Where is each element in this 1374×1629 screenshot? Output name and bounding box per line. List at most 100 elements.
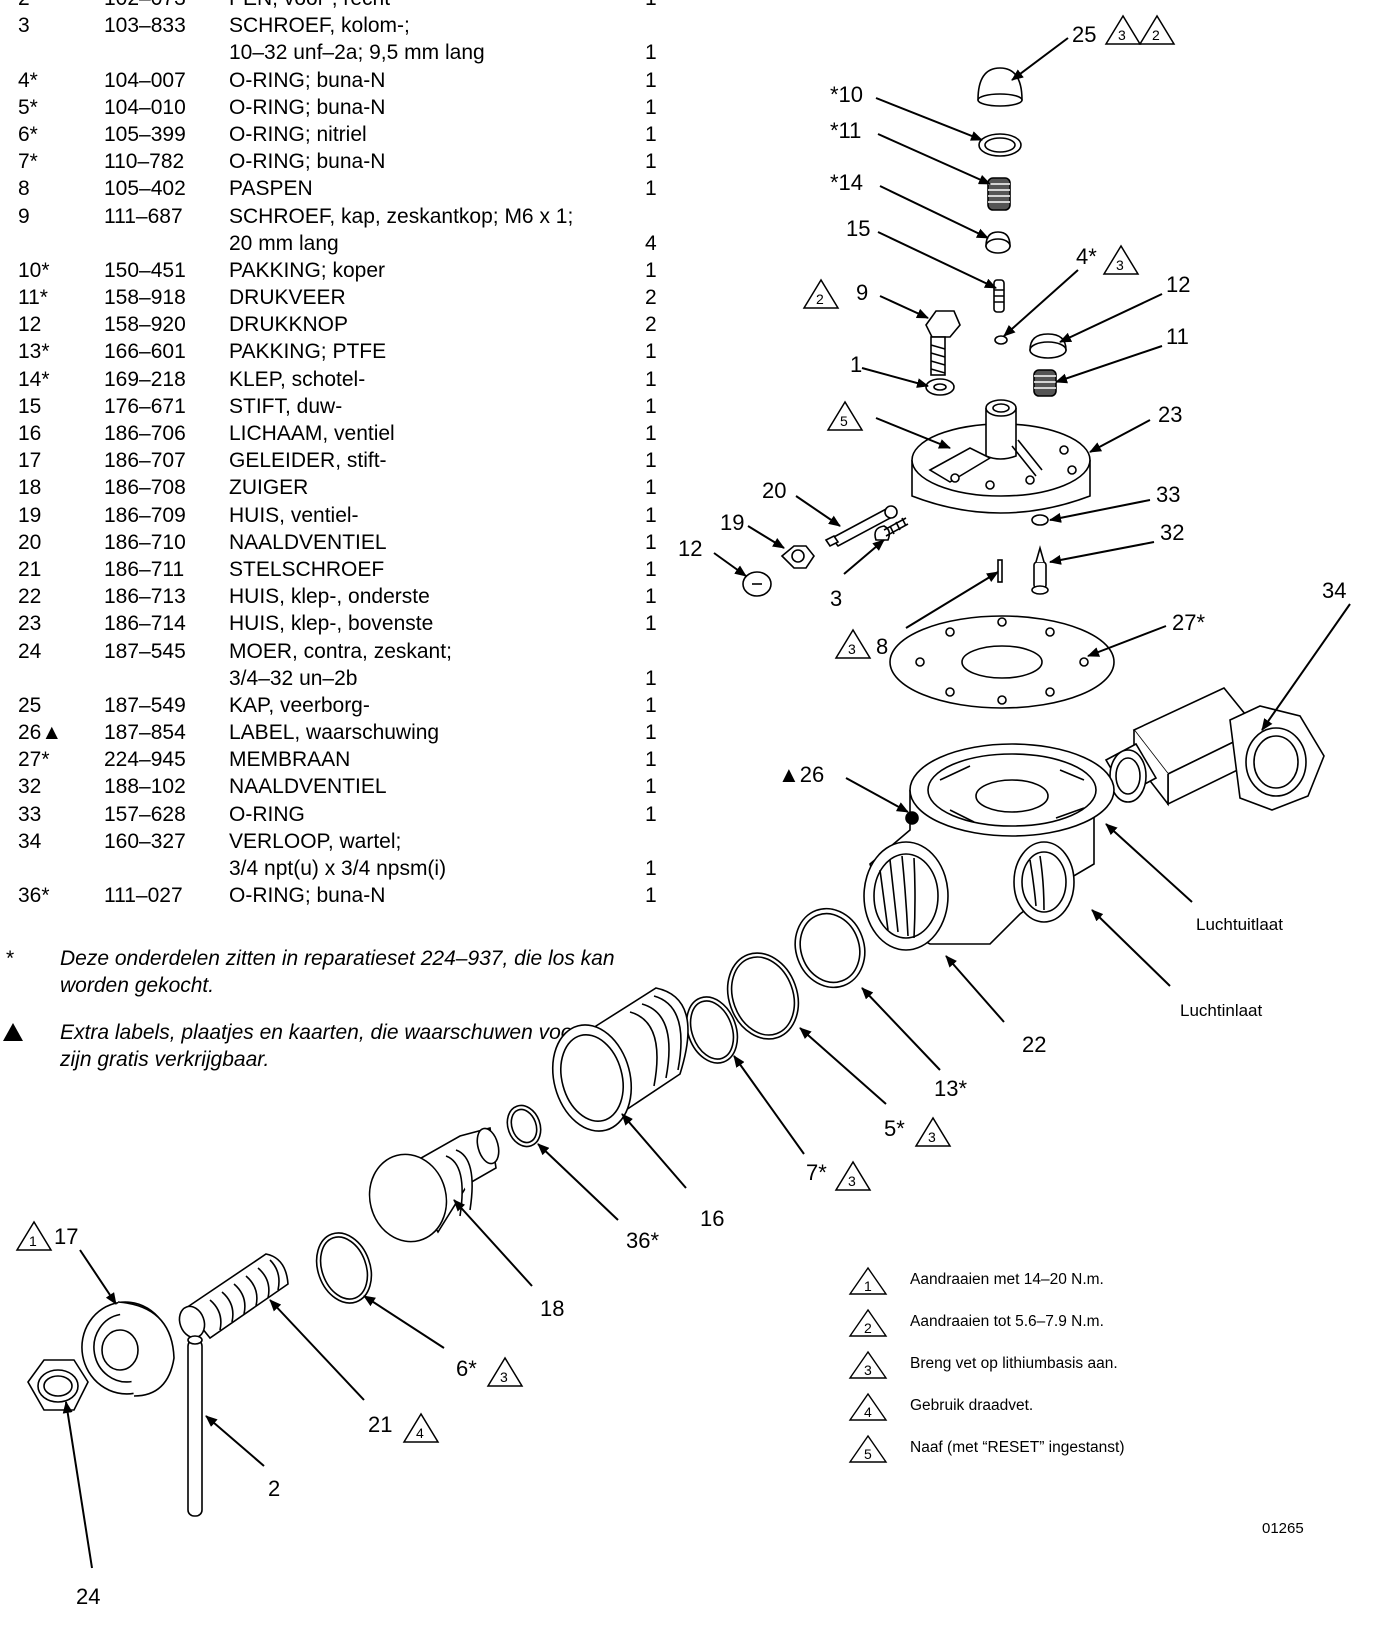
part-quantity: 1 [645, 367, 657, 391]
pin-8-drawing [997, 559, 1003, 583]
legend-text-2: Aandraaien tot 5.6–7.9 N.m. [910, 1313, 1104, 1330]
callout-21: 21 [368, 1412, 392, 1437]
part-quantity: 1 [645, 449, 657, 473]
part-number: 186–713 [104, 585, 186, 609]
legend-triangle-icon: 5 [848, 1434, 888, 1463]
part-ref-number: 10* [18, 258, 50, 282]
part-description: O-RING; buna-N [229, 68, 386, 92]
callout-15: 15 [846, 216, 870, 241]
part-ref-number: 20 [18, 530, 42, 554]
tri-mark-25a: 3 [1104, 14, 1142, 45]
part-description: HUIS, klep-, onderste [229, 585, 430, 609]
legend-triangle-icon: 4 [848, 1392, 888, 1421]
part-description: PAKKING; PTFE [229, 340, 387, 364]
part-description: NAALDVENTIEL [229, 530, 387, 554]
part-quantity: 1 [645, 422, 657, 445]
part-ref-number: 13* [18, 340, 50, 364]
part-description: 3/4 npt(u) x 3/4 npsm(i) [229, 857, 447, 880]
part-quantity: 2 [645, 286, 657, 310]
callout-12a: 12 [1166, 272, 1190, 297]
spring-11b-drawing [1033, 369, 1057, 397]
svg-text:5: 5 [840, 413, 848, 429]
screw-3-drawing [874, 517, 909, 541]
callout-24: 24 [76, 1584, 100, 1609]
part-number: 187–854 [104, 721, 186, 745]
part-description: STIFT, duw- [229, 394, 343, 418]
legend-triangle-icon: 2 [848, 1308, 888, 1337]
part-quantity: 1 [645, 476, 657, 500]
callout-26: ▲26 [778, 762, 824, 787]
part-number: 186–714 [104, 612, 186, 636]
needle-valve-32-drawing [1031, 545, 1049, 595]
parts-row: 2102–073PEN, voor-, recht1 [0, 0, 680, 12]
filled-triangle-icon [3, 1023, 23, 1041]
svg-text:3: 3 [928, 1129, 936, 1145]
svg-text:3: 3 [864, 1362, 872, 1378]
part-number: 186–707 [104, 449, 186, 473]
part-ref-number: 2 [18, 0, 30, 12]
part-ref-number: 32 [18, 775, 42, 799]
part-description: PASPEN [229, 177, 313, 201]
lower-housing-22-drawing [863, 743, 1115, 951]
part-number: 157–628 [104, 802, 186, 826]
part-description: PAKKING; koper [229, 258, 386, 282]
callout-33: 33 [1156, 482, 1180, 507]
spring-11a-drawing [987, 177, 1011, 211]
valve-body-16-drawing [551, 987, 689, 1132]
leader-lines [62, 37, 1351, 1569]
part-description: HUIS, klep-, bovenste [229, 612, 434, 636]
valve-housing-19-drawing [780, 545, 815, 569]
piston-18-drawing [368, 1126, 500, 1243]
part-number: 105–402 [104, 177, 186, 201]
part-number: 186–706 [104, 422, 186, 445]
part-number: 150–451 [104, 258, 186, 282]
callout-7: 7* [806, 1160, 827, 1185]
svg-text:2: 2 [1152, 27, 1160, 43]
part-ref-number: 27* [18, 748, 50, 772]
part-quantity: 1 [645, 41, 657, 65]
callout-1: 1 [850, 352, 862, 377]
legend-text-5: Naaf (met “RESET” ingestanst) [910, 1439, 1125, 1456]
part-ref-number: 23 [18, 612, 42, 636]
part-number: 158–920 [104, 313, 186, 337]
part-number: 111–687 [104, 204, 183, 228]
part-number: 169–218 [104, 367, 186, 391]
callout-23: 23 [1158, 402, 1182, 427]
part-number: 186–710 [104, 530, 186, 554]
part-quantity: 1 [645, 802, 657, 826]
svg-text:1: 1 [864, 1278, 872, 1294]
footnote-repair-kit-text: Deze onderdelen zitten in reparatieset 2… [60, 947, 615, 997]
part-ref-number: 16 [18, 422, 42, 445]
part-quantity: 1 [645, 340, 657, 364]
part-quantity: 1 [645, 666, 657, 690]
part-ref-number: 25 [18, 693, 42, 717]
part-number: 111–027 [104, 884, 183, 908]
callout-20: 20 [762, 478, 786, 503]
diaphragm-27-drawing [889, 615, 1115, 709]
part-description: LABEL, waarschuwing [229, 721, 440, 745]
legend-text-3: Breng vet op lithiumbasis aan. [910, 1355, 1118, 1372]
part-ref-number: 24 [18, 639, 42, 663]
part-description: O-RING [229, 802, 305, 826]
part-quantity: 1 [645, 394, 657, 418]
tri-mark-23: 5 [826, 400, 864, 431]
part-quantity: 1 [645, 557, 657, 581]
pin-2-drawing [187, 1335, 203, 1517]
callout-17: 17 [54, 1224, 78, 1249]
part-description: NAALDVENTIEL [229, 775, 387, 799]
part-ref-number: 22 [18, 585, 42, 609]
callout-13: 13* [934, 1076, 967, 1101]
